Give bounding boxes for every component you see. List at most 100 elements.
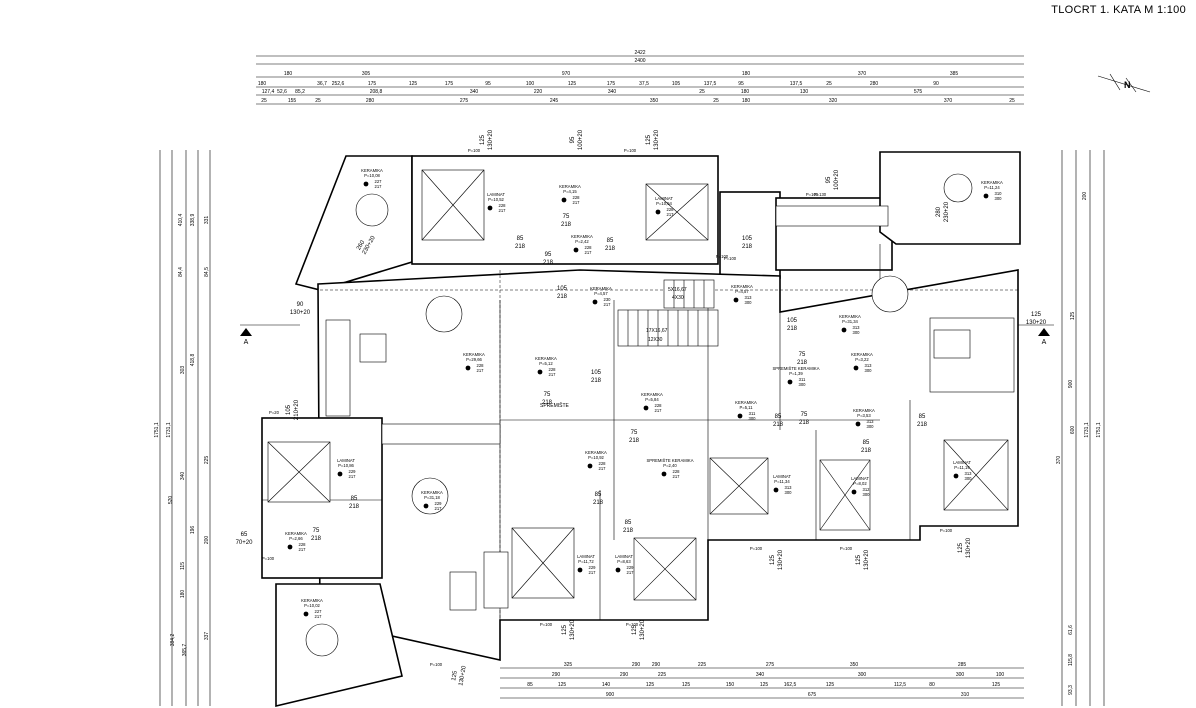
room-area-3: P=10,54 (656, 201, 672, 206)
room-code1-3: 228 (667, 207, 675, 212)
room-code1-16: 229 (349, 469, 357, 474)
dim-right-4: 370 (1056, 456, 1062, 465)
dim-bottom-row1-5: 350 (850, 662, 859, 668)
room-code1-20: 313 (785, 485, 793, 490)
room-area-15: P=3,53 (857, 413, 871, 418)
dim-left-4: 331 (204, 216, 210, 225)
room-name-7: KERAMIKA (981, 180, 1003, 185)
door-height-4: 218 (557, 294, 568, 300)
parapet-1: P=100 (624, 148, 637, 153)
opening-width-9: 280 (936, 206, 942, 217)
dim-bottom-row1-0: 325 (564, 662, 573, 668)
room-code1-4: 228 (585, 245, 593, 250)
room-area-22: P=11,19 (954, 465, 970, 470)
dim-bottom-row2-2: 225 (658, 672, 667, 678)
dim-top-row4-8: 125 (568, 81, 577, 87)
door-width-16: 75 (799, 352, 806, 358)
opening-height-15: 130+20 (458, 665, 468, 687)
room-code1-15: 313 (867, 419, 875, 424)
door-height-10: 218 (623, 528, 634, 534)
room-name-21: LAMINAT (851, 476, 869, 481)
dim-bottom-row3-11: 125 (992, 682, 1001, 688)
room-area-7: P=11,24 (984, 185, 1000, 190)
floor-marker-icon (577, 567, 583, 573)
opening-width-15: 125 (451, 670, 459, 682)
floor-marker-icon (537, 369, 543, 375)
dim-top-row6-3: 280 (366, 98, 375, 104)
room-code2-16: 217 (349, 474, 357, 479)
room-code2-14: 300 (749, 416, 757, 421)
dim-top-row5-10: 575 (914, 89, 923, 95)
parapet-12: P=100 (716, 254, 729, 259)
room-name-12: SPREMIŠTE KERAMIKA (772, 366, 819, 371)
door-width-15: 105 (742, 236, 753, 242)
room-code2-3: 217 (667, 212, 675, 217)
parapet-9: P=100 (540, 622, 553, 627)
room-code1-1: 228 (499, 203, 507, 208)
storage-label: SPREMIŠTE (540, 402, 570, 409)
room-area-4: P=2,42 (575, 239, 589, 244)
room-name-23: KERAMIKA (285, 531, 307, 536)
dim-top-row5-9: 130 (800, 89, 809, 95)
dim-bottom-row1-2: 290 (652, 662, 661, 668)
opening-height-4: 130+20 (290, 310, 311, 316)
door-width-2: 75 (563, 214, 570, 220)
room-code2-1: 217 (499, 208, 507, 213)
dim-top-row3-1: 305 (362, 71, 371, 77)
room-code2-21: 300 (863, 492, 871, 497)
dim-right-5: 125 (1070, 312, 1076, 321)
floor-marker-icon (855, 421, 861, 427)
room-area-19: P=2,40 (663, 463, 677, 468)
room-area-0: P=10,08 (364, 173, 380, 178)
floor-marker-icon (655, 209, 661, 215)
room-code2-13: 217 (655, 408, 663, 413)
room-name-6: KERAMIKA (731, 284, 753, 289)
dim-top-row4-14: 137,5 (790, 81, 803, 87)
dim-bottom-row1-3: 225 (698, 662, 707, 668)
room-code1-21: 312 (863, 487, 871, 492)
dim-top-row3-3: 180 (742, 71, 751, 77)
door-width-4: 105 (557, 286, 568, 292)
dim-bottom-row2-3: 340 (756, 672, 765, 678)
door-height-12: 218 (349, 504, 360, 510)
dim-bottom-row2-1: 290 (620, 672, 629, 678)
dim-bottom-row3-8: 125 (826, 682, 835, 688)
dim-bottom-row3-4: 125 (682, 682, 691, 688)
dim-bottom-row2-6: 100 (996, 672, 1005, 678)
dim-bottom-row3-7: 162,5 (784, 682, 797, 688)
dim-top-row2-0: 2400 (634, 58, 645, 64)
dim-top-row4-1: 36,7 (317, 81, 327, 87)
parapet-3: P=130 (814, 192, 827, 197)
room-code1-9: 228 (477, 363, 485, 368)
floor-marker-icon (661, 471, 667, 477)
dim-top-row4-3: 175 (368, 81, 377, 87)
dim-left-17: 365,7 (182, 644, 188, 657)
dim-top-row6-0: 25 (261, 98, 267, 104)
dim-left-0: 1751,1 (154, 422, 160, 438)
floor-marker-icon (841, 327, 847, 333)
room-code1-18: 228 (599, 461, 607, 466)
section-marker-left: A (240, 324, 300, 346)
door-width-5: 105 (591, 370, 602, 376)
dim-top-row5-8: 180 (741, 89, 750, 95)
dim-left-12: 196 (190, 526, 196, 535)
dim-left-6: 84,5 (204, 267, 210, 277)
room-area-26: P=10,02 (304, 603, 320, 608)
dim-top-row5-3: 208,8 (370, 89, 383, 95)
door-height-14: 218 (799, 420, 810, 426)
door-height-15: 218 (742, 244, 753, 250)
room-code1-7: 310 (995, 191, 1003, 196)
room-area-1: P=10,52 (488, 197, 504, 202)
floor-marker-icon (423, 503, 429, 509)
room-code1-26: 227 (315, 609, 323, 614)
room-area-9: P=29,66 (466, 357, 482, 362)
door-width-7: 75 (544, 392, 551, 398)
section-marker-label-left: A (244, 339, 249, 346)
door-width-6: 105 (787, 318, 798, 324)
door-height-8: 218 (629, 438, 640, 444)
opening-width-4: 90 (297, 302, 304, 308)
opening-height-6: 210+20 (294, 399, 300, 420)
dim-top-row3-0: 180 (284, 71, 293, 77)
floor-marker-icon (643, 405, 649, 411)
